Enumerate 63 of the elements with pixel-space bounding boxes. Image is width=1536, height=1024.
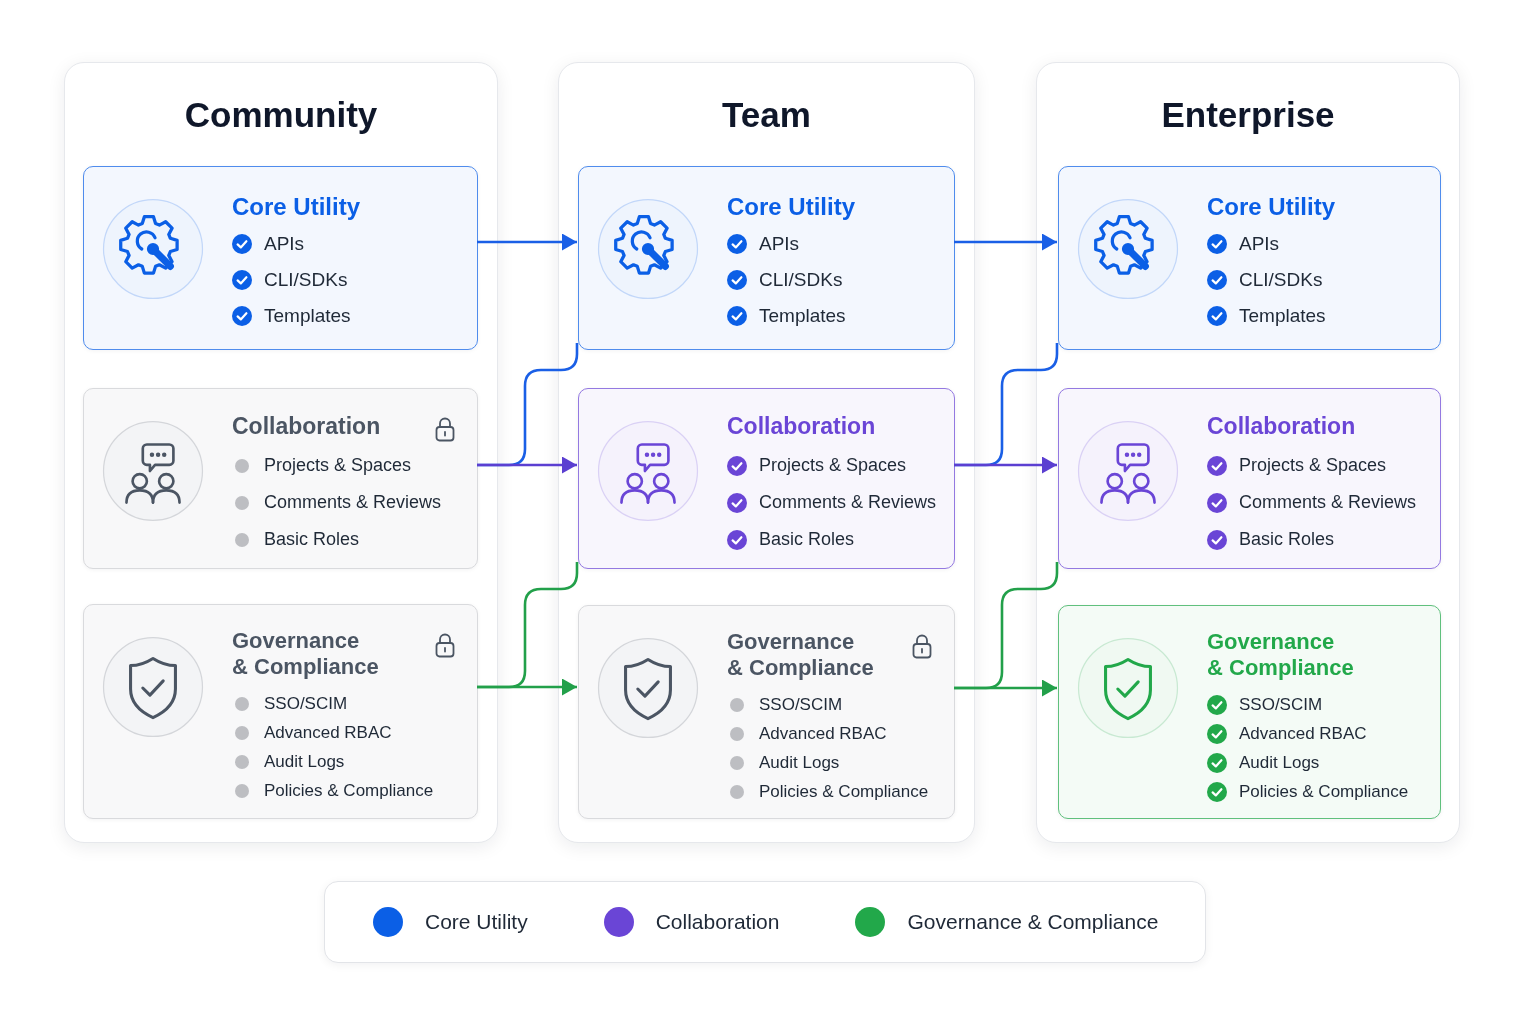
legend-label: Governance & Compliance — [907, 909, 1159, 936]
feature-label: SSO/SCIM — [759, 693, 843, 716]
module-card — [1058, 605, 1441, 819]
feature-label: Policies & Compliance — [759, 780, 929, 803]
module-card — [1058, 166, 1441, 350]
column-title: Enterprise — [1161, 94, 1335, 136]
module-card — [83, 388, 478, 569]
arrow — [954, 456, 1057, 474]
tier-column — [558, 62, 975, 843]
column-title: Team — [722, 94, 811, 136]
feature-label: Policies & Compliance — [264, 779, 434, 802]
module-card — [83, 166, 478, 350]
feature-label: Basic Roles — [264, 528, 360, 551]
feature-label: Comments & Reviews — [264, 491, 442, 514]
arrow — [477, 678, 577, 696]
module-card — [578, 388, 955, 569]
feature-label: CLI/SDKs — [264, 267, 348, 292]
feature-label: Comments & Reviews — [759, 491, 937, 514]
feature-label: Comments & Reviews — [1239, 491, 1417, 514]
feature-label: CLI/SDKs — [759, 267, 843, 292]
feature-label: Audit Logs — [264, 750, 345, 773]
feature-label: APIs — [759, 231, 800, 256]
feature-label: Basic Roles — [1239, 528, 1335, 551]
module-card — [578, 166, 955, 350]
feature-label: Advanced RBAC — [759, 722, 887, 745]
feature-label: Projects & Spaces — [1239, 454, 1387, 477]
feature-label: Templates — [1239, 303, 1326, 328]
feature-label: APIs — [264, 231, 305, 256]
legend-label: Collaboration — [655, 909, 780, 936]
card-title: Collaboration — [727, 412, 876, 441]
card-title: Governance & Compliance — [727, 629, 875, 681]
module-card — [578, 605, 955, 819]
feature-label: Policies & Compliance — [1239, 780, 1409, 803]
card-title: Core Utility — [1207, 192, 1335, 222]
card-title: Collaboration — [232, 412, 381, 441]
arrow — [477, 233, 577, 251]
tier-column — [64, 62, 498, 843]
arrow — [954, 233, 1057, 251]
feature-label: Advanced RBAC — [264, 721, 392, 744]
module-card — [83, 604, 478, 819]
card-title: Core Utility — [727, 192, 855, 222]
tier-column — [1036, 62, 1460, 843]
feature-label: Basic Roles — [759, 528, 855, 551]
arrow — [954, 679, 1057, 697]
feature-label: Projects & Spaces — [759, 454, 907, 477]
feature-label: APIs — [1239, 231, 1280, 256]
arrow — [477, 456, 577, 474]
feature-label: Templates — [264, 303, 351, 328]
card-title: Core Utility — [232, 192, 360, 222]
card-title: Governance & Compliance — [232, 628, 380, 680]
column-title: Community — [184, 94, 378, 136]
feature-label: CLI/SDKs — [1239, 267, 1323, 292]
feature-label: Projects & Spaces — [264, 454, 412, 477]
feature-label: Audit Logs — [759, 751, 840, 774]
card-title: Governance & Compliance — [1207, 629, 1355, 681]
feature-label: SSO/SCIM — [264, 692, 348, 715]
feature-label: SSO/SCIM — [1239, 693, 1323, 716]
feature-label: Advanced RBAC — [1239, 722, 1367, 745]
module-card — [1058, 388, 1441, 569]
feature-label: Templates — [759, 303, 846, 328]
legend-label: Core Utility — [425, 909, 528, 936]
feature-label: Audit Logs — [1239, 751, 1320, 774]
card-title: Collaboration — [1207, 412, 1356, 441]
